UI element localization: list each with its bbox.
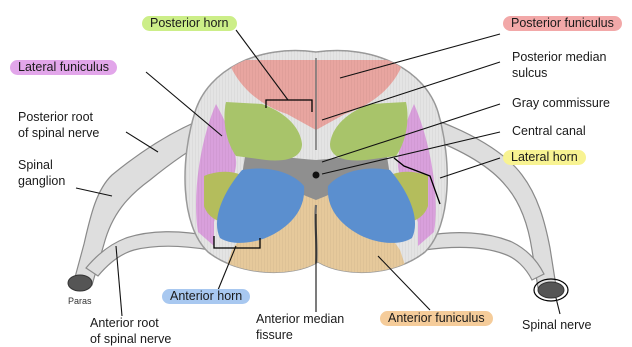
right-nerve-cut-end <box>538 282 564 298</box>
label-spinal-ganglion-2: ganglion <box>18 174 65 189</box>
label-anterior-median-fissure-2: fissure <box>256 328 293 343</box>
label-posterior-median-sulcus-2: sulcus <box>512 66 547 81</box>
label-anterior-root-2: of spinal nerve <box>90 332 171 347</box>
label-anterior-median-fissure-1: Anterior median <box>256 312 344 327</box>
label-central-canal: Central canal <box>512 124 586 139</box>
label-posterior-funiculus: Posterior funiculus <box>503 16 622 31</box>
label-spinal-ganglion-1: Spinal <box>18 158 53 173</box>
label-gray-commissure: Gray commissure <box>512 96 610 111</box>
label-lateral-funiculus: Lateral funiculus <box>10 60 117 75</box>
right-anterior-root <box>424 233 544 280</box>
label-posterior-root-2: of spinal nerve <box>18 126 99 141</box>
label-spinal-nerve: Spinal nerve <box>522 318 592 333</box>
central-canal-dot <box>313 172 320 179</box>
label-anterior-root-1: Anterior root <box>90 316 159 331</box>
label-posterior-root-1: Posterior root <box>18 110 93 125</box>
label-paras: Paras <box>68 294 92 309</box>
label-anterior-funiculus: Anterior funiculus <box>380 311 493 326</box>
label-posterior-median-sulcus-1: Posterior median <box>512 50 607 65</box>
left-nerve-cut-end <box>68 275 92 291</box>
label-posterior-horn: Posterior horn <box>142 16 237 31</box>
label-lateral-horn: Lateral horn <box>503 150 586 165</box>
label-anterior-horn: Anterior horn <box>162 289 250 304</box>
leader-posterior-root <box>126 132 158 152</box>
